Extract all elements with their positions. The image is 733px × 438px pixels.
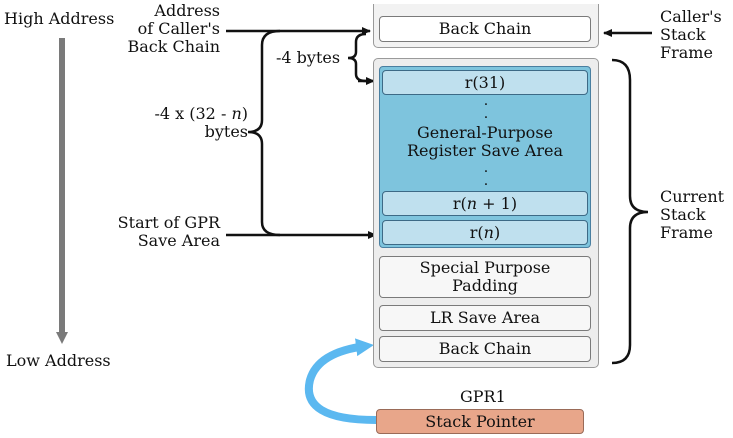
current-stack-frame-label: Current Stack Frame bbox=[660, 187, 725, 242]
current-stack-frame-brace bbox=[611, 58, 649, 365]
minus-4-bytes-label: -4 bytes bbox=[276, 48, 341, 67]
minus-4-bytes-brace bbox=[347, 32, 367, 83]
special-purpose-padding-box: Special Purpose Padding bbox=[379, 256, 591, 298]
address-of-callers-back-chain-label: Address of Caller's Back Chain bbox=[127, 1, 220, 56]
gpr-dot-4: . bbox=[483, 173, 489, 189]
stack-pointer-box: Stack Pointer bbox=[376, 409, 584, 434]
gpr-dot-3: . bbox=[483, 160, 489, 176]
gpr-area-title: General-Purpose Register Save Area bbox=[406, 123, 564, 160]
low-address-label: Low Address bbox=[6, 351, 111, 370]
callers-back-chain-box: Back Chain bbox=[379, 16, 591, 42]
stack-pointer-arrow bbox=[304, 338, 377, 424]
high-address-label: High Address bbox=[4, 9, 115, 28]
callers-stack-frame-label: Caller's Stack Frame bbox=[660, 7, 722, 62]
gpr-dot-2: . bbox=[483, 106, 489, 122]
current-back-chain-box: Back Chain bbox=[379, 336, 591, 362]
gpr1-label: GPR1 bbox=[460, 387, 506, 406]
gpr-dot-1: . bbox=[483, 93, 489, 109]
lr-save-area-box: LR Save Area bbox=[379, 305, 591, 331]
register-rn: r(n) bbox=[382, 220, 588, 245]
register-r31: r(31) bbox=[382, 70, 588, 95]
gpr-range-bracket bbox=[247, 29, 281, 237]
gpr-save-area bbox=[379, 66, 591, 248]
gpr-size-label: -4 x (32 - n) bytes bbox=[154, 104, 248, 141]
start-of-gpr-label: Start of GPR Save Area bbox=[117, 213, 220, 250]
register-rn-plus-1: r(n + 1) bbox=[382, 191, 588, 216]
